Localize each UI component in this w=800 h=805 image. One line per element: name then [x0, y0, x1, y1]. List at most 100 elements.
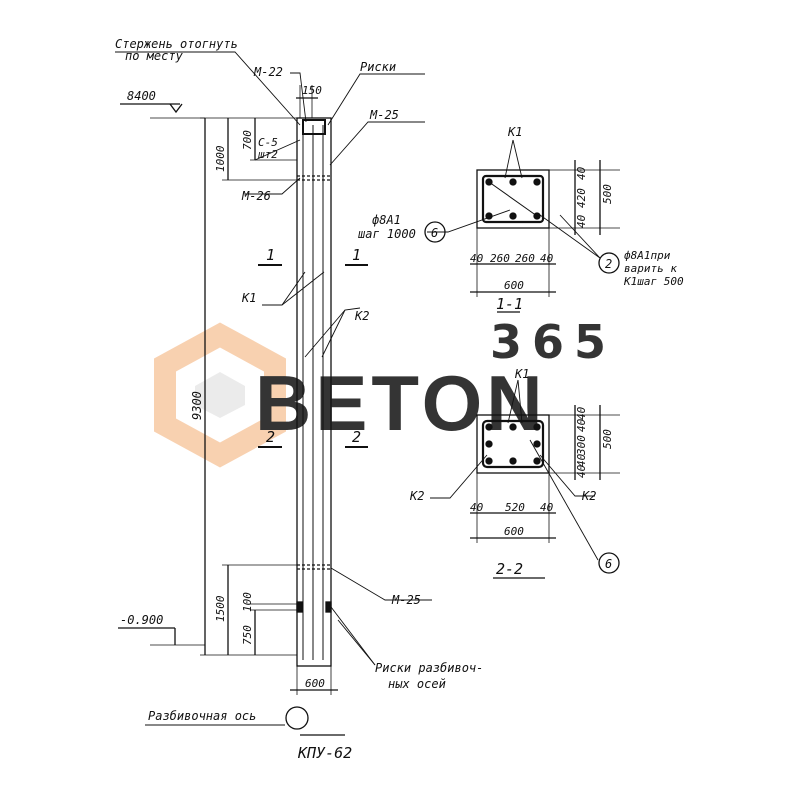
dim-bottom-2: 260 [490, 252, 510, 265]
callout-6-bubble [598, 552, 620, 574]
note-line1: ф8А1при [624, 249, 671, 262]
note-line3: К1шаг 500 [623, 275, 684, 288]
mark-m25-bottom: М-25 [391, 593, 421, 607]
tie-bar [488, 181, 538, 217]
dim-right-3: 300 [575, 435, 588, 456]
watermark-logo-inner [195, 372, 245, 418]
leader-m22 [290, 72, 307, 123]
dim-bottom-3: 40 [540, 501, 554, 514]
dim-700: 700 [241, 130, 254, 150]
stirrup-line2: шаг 1000 [358, 227, 416, 241]
mark-c5-line2: шт2 [258, 148, 278, 161]
leader-bar-note [115, 51, 301, 126]
rebar-dot [485, 440, 493, 448]
elevation-labels: Стержень отогнуть по месту М-22 Риски М-… [115, 37, 483, 762]
dim-right-2: 420 [575, 188, 588, 208]
rebar-dot [509, 178, 517, 186]
leader-riski-axes [327, 602, 376, 666]
leader-k2-right [539, 454, 595, 497]
dim-right-4: 40 [575, 453, 588, 467]
dim-1000: 1000 [214, 145, 227, 172]
axis-label: Разбивочная ось [148, 709, 256, 723]
rebar-dot [533, 423, 541, 431]
dim-width-600: 600 [305, 677, 325, 690]
dim-9300: 9300 [190, 391, 204, 420]
callout-6-bubble [424, 221, 446, 243]
note-line2: варить к [624, 262, 677, 275]
bar-k2-label: К2 [354, 309, 369, 323]
dim-right-1: 40 [575, 166, 588, 180]
section-2-labels: К1 К2 К2 6 40 520 40 600 40 40 300 40 40… [409, 367, 614, 578]
mark-m25-top: М-25 [369, 108, 399, 122]
level-top: 8400 [127, 89, 156, 103]
rebar-dot [509, 212, 517, 220]
section-1-k1: К1 [507, 125, 522, 139]
leader-callout-6 [529, 439, 599, 561]
column-outline [296, 117, 332, 667]
stirrup-line1: ф8А1 [372, 213, 401, 227]
leader-k1 [517, 379, 523, 424]
leader-callout-2 [539, 214, 601, 259]
rebar-dot [533, 457, 541, 465]
mark-m26: М-26 [241, 189, 271, 203]
dim-bottom-1: 40 [470, 252, 484, 265]
callout-2: 2 [605, 257, 612, 271]
dim-right-5: 40 [575, 464, 588, 478]
section-1-left-label: 1 [266, 246, 275, 264]
rebar-dot [533, 178, 541, 186]
dim-right-3: 40 [575, 214, 588, 228]
rebar-dot [485, 423, 493, 431]
section-2-right-label: 2 [352, 428, 361, 446]
bar-note-line2: по месту [125, 49, 184, 63]
section-1-title: 1-1 [496, 295, 523, 313]
rebar-dot [485, 457, 493, 465]
leader-riski [327, 73, 425, 126]
level-bottom: -0.900 [120, 613, 163, 627]
dim-overall-height: 500 [601, 184, 614, 204]
leader-m26 [245, 177, 301, 195]
section-1-stirrup [481, 174, 545, 224]
dim-1500: 1500 [214, 595, 227, 622]
section-1-right-label: 1 [352, 246, 361, 264]
callout-6: 6 [605, 557, 612, 571]
level-marker-top [169, 103, 183, 114]
leader-m25-bottom [330, 567, 432, 601]
rebar-dot [509, 457, 517, 465]
dim-right-2: 40 [575, 418, 588, 432]
embedded-plate-top [302, 119, 326, 135]
watermark-number: 365 [490, 315, 616, 369]
section-2-k1: К1 [514, 367, 529, 381]
dim-bottom-4: 40 [540, 252, 554, 265]
rebar-dot [509, 423, 517, 431]
mark-riski: Риски [360, 60, 396, 74]
leader-k2 [321, 309, 346, 358]
drawing-title: КПУ-62 [297, 744, 352, 762]
dim-overall-width: 600 [504, 279, 524, 292]
risks-axes-line2: ных осей [388, 677, 446, 691]
risks-axes-line1: Риски разбивоч- [375, 661, 483, 675]
section-2-stirrup [481, 419, 545, 469]
leader-k2-left [430, 454, 488, 499]
leader-k1 [262, 271, 306, 306]
leader-callout-2 [559, 214, 601, 259]
leader-stirrup [427, 209, 511, 233]
bar-note-line1: Стержень отогнуть [115, 37, 238, 51]
dim-bottom-2: 520 [505, 501, 525, 514]
dim-bottom-3: 260 [515, 252, 535, 265]
dim-overall-width: 600 [504, 525, 524, 538]
dim-bottom-1: 40 [470, 501, 484, 514]
dim-right-1: 40 [575, 406, 588, 420]
dim-750: 750 [241, 625, 254, 645]
leader-k1 [504, 139, 514, 179]
mark-c5-line1: С-5 [258, 136, 278, 149]
leader-k1 [512, 139, 523, 179]
leader-m25-top [329, 121, 425, 166]
leader-k1 [507, 379, 519, 424]
callout-6: 6 [431, 226, 438, 240]
rebar-dot [533, 440, 541, 448]
dim-100: 100 [241, 592, 254, 612]
dim-150: 150 [302, 84, 322, 97]
embedded-plate-bottom [296, 601, 303, 613]
